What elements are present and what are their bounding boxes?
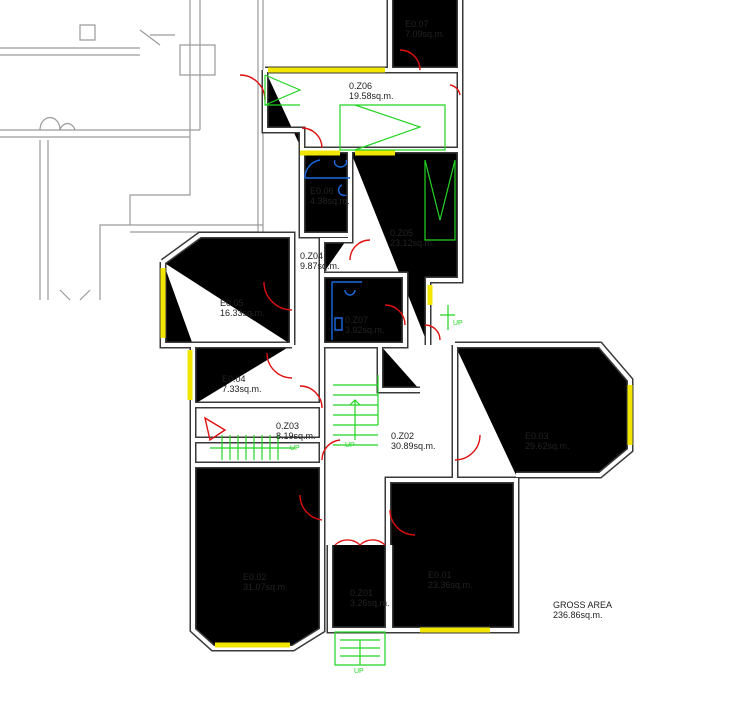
stair-up-label: UP (354, 668, 364, 675)
room-code: 0.Z04 (300, 251, 324, 261)
room-code: E0.03 (525, 431, 549, 441)
stair-up-label: UP (290, 445, 300, 452)
room-code: 0.Z07 (345, 315, 369, 325)
room-code: 0.Z06 (349, 81, 373, 91)
room-code: E0.06 (310, 186, 334, 196)
room-code: E0.01 (428, 570, 452, 580)
room-code: 0.Z03 (276, 421, 300, 431)
room-area: 8.19sq.m. (276, 431, 316, 441)
room-area: 30.89sq.m. (391, 441, 436, 451)
neighbouring-building-outline (0, 0, 264, 301)
room-area: 3.26sq.m. (350, 598, 390, 608)
room-code: 0.Z05 (390, 228, 414, 238)
room-area: 7.33sq.m. (222, 384, 262, 394)
sanitary-fixtures (304, 159, 362, 340)
stair-up-label: UP (453, 320, 463, 327)
windows (160, 67, 633, 648)
gross-area-title: GROSS AREA (553, 600, 613, 610)
walls (163, 0, 630, 648)
room-code: 0.Z02 (391, 431, 415, 441)
room-area: 16.33sq.m. (220, 308, 265, 318)
room-area: 3.92sq.m. (345, 325, 385, 335)
room-code: E0.05 (220, 298, 244, 308)
stairs (210, 74, 456, 666)
room-area: 23.36sq.m. (428, 580, 473, 590)
room-area: 4.38sq.m. (310, 196, 350, 206)
room-code: E0.07 (405, 19, 429, 29)
room-code: E0.04 (222, 374, 246, 384)
room-code: 0.Z01 (350, 588, 374, 598)
stair-up-label: UP (345, 442, 355, 449)
doors (203, 49, 481, 546)
room-area: 29.62sq.m. (525, 441, 570, 451)
room-area: 7.09sq.m. (405, 29, 445, 39)
room-code: E0.02 (243, 572, 267, 582)
room-area: 9.87sq.m. (300, 261, 340, 271)
gross-area-value: 236.86sq.m. (553, 610, 603, 620)
room-area: 23.12sq.m. (390, 238, 435, 248)
room-area: 19.58sq.m. (349, 91, 394, 101)
room-area: 31.07sq.m. (243, 582, 288, 592)
